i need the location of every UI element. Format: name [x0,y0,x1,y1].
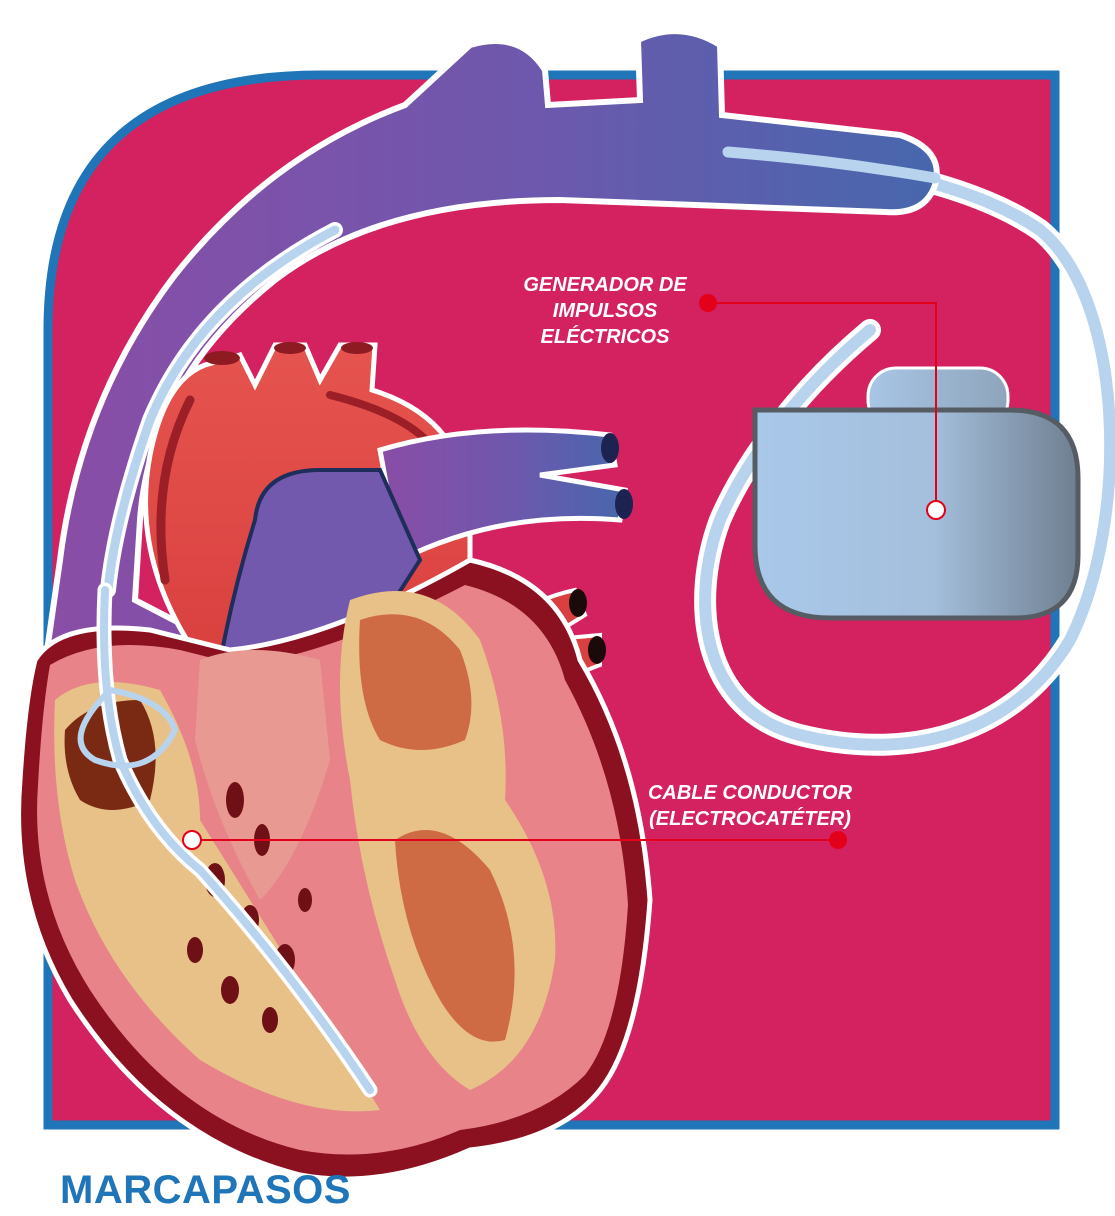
lead-label-line-2: (ELECTROCATÉTER) [630,806,870,832]
lead-label-line-1: CABLE CONDUCTOR [630,780,870,806]
generator-label-line-1: GENERADOR DE [510,272,700,298]
generator-label-line-3: ELÉCTRICOS [510,324,700,350]
page-title: MARCAPASOS [60,1166,351,1214]
generator-label-line-2: IMPULSOS [510,298,700,324]
generator-label: GENERADOR DE IMPULSOS ELÉCTRICOS [510,272,700,350]
lead-label: CABLE CONDUCTOR (ELECTROCATÉTER) [630,780,870,832]
